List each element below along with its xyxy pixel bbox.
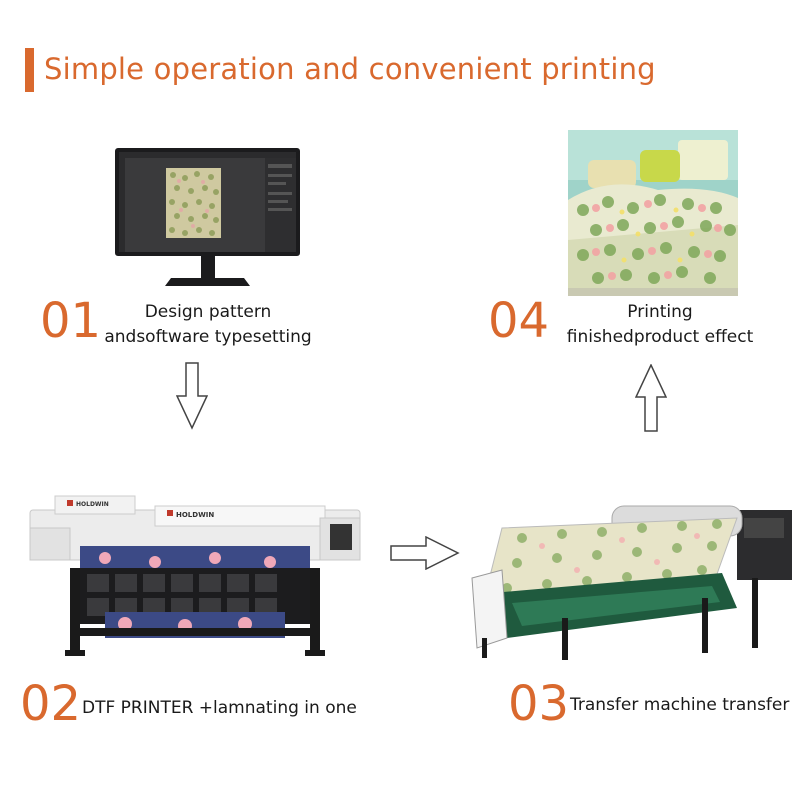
step-01-label-line1: Design pattern bbox=[144, 302, 272, 322]
step-01-label: Design pattern andsoftware typesetting bbox=[98, 300, 318, 350]
step-01-label-line2: andsoftware typesetting bbox=[104, 327, 312, 347]
printer-illustration: HOLDWIN HOLDWIN bbox=[25, 488, 365, 663]
arrow-down-icon bbox=[176, 362, 208, 430]
step-number-02: 02 bbox=[20, 676, 82, 732]
step-number-04: 04 bbox=[488, 293, 550, 349]
step-number-03: 03 bbox=[508, 676, 570, 732]
step-04-label: Printing finishedproduct effect bbox=[555, 300, 765, 350]
title-accent-bar bbox=[25, 48, 34, 92]
arrow-right-icon bbox=[390, 536, 460, 570]
step-04-label-line1: Printing bbox=[627, 302, 693, 322]
page-title: Simple operation and convenient printing bbox=[44, 52, 656, 86]
transfer-machine-illustration bbox=[462, 498, 797, 663]
step-number-01: 01 bbox=[40, 293, 102, 349]
arrow-up-icon bbox=[635, 364, 667, 432]
bedding-photo bbox=[568, 130, 738, 296]
printer-brand: HOLDWIN bbox=[176, 511, 214, 519]
step-04-label-line2: finishedproduct effect bbox=[566, 327, 754, 347]
step-02-label: DTF PRINTER +lamnating in one bbox=[82, 698, 357, 718]
svg-text:HOLDWIN: HOLDWIN bbox=[76, 501, 109, 508]
step-03-label: Transfer machine transfer bbox=[570, 695, 790, 715]
monitor-illustration bbox=[115, 148, 300, 288]
